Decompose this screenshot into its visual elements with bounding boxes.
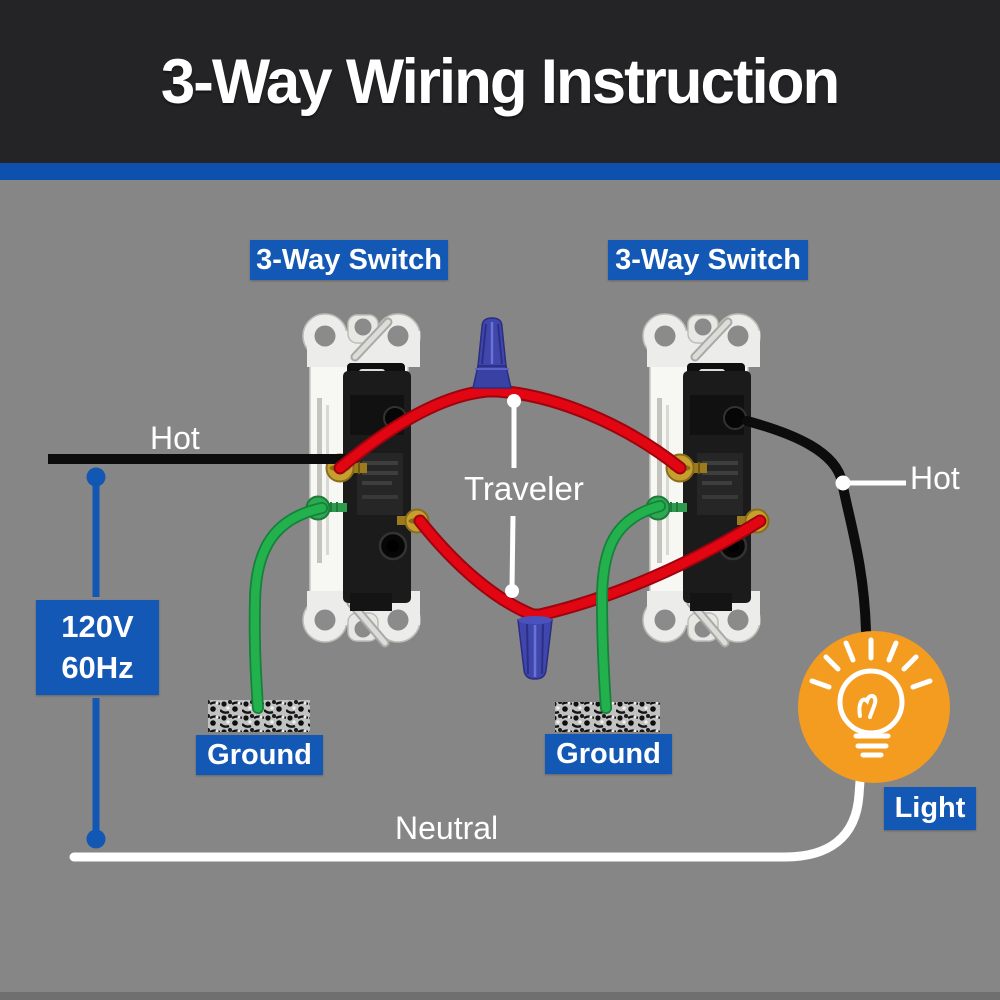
label-hot-left: Hot [150,420,200,456]
three-way-switch-right [643,314,769,643]
wire-nut-icon-top [472,317,512,389]
label-neutral: Neutral [395,810,499,846]
neutral-wire [69,776,865,862]
ground-wire-left [250,503,327,713]
traveler-pointer [505,394,521,598]
traveler-wire-bottom [415,516,765,620]
label-light: Light [884,787,976,830]
voltage-span-indicator [86,467,106,849]
header-accent-stripe [0,163,1000,180]
wire-nut-icon-bottom [517,616,553,680]
light-bulb-icon [809,637,933,758]
label-ground-right: Ground [545,734,672,774]
label-switch-right: 3-Way Switch [608,240,808,280]
traveler-wire-top [335,386,685,473]
label-switch-left: 3-Way Switch [250,240,448,280]
label-ground-left: Ground [196,735,323,775]
hot-right-pointer [835,475,906,491]
three-way-switch-left [303,314,429,643]
page-title: 3-Way Wiring Instruction [161,46,840,117]
ground-wire-right [597,501,665,713]
bottom-edge-strip [0,992,1000,1000]
voltage-line-2: 60Hz [61,649,134,685]
light-fixture [798,631,950,783]
label-voltage: 120V 60Hz [36,600,159,695]
header-bar: 3-Way Wiring Instruction [0,0,1000,163]
label-hot-right: Hot [910,460,960,496]
voltage-line-1: 120V [61,608,134,644]
label-traveler: Traveler [464,470,584,507]
